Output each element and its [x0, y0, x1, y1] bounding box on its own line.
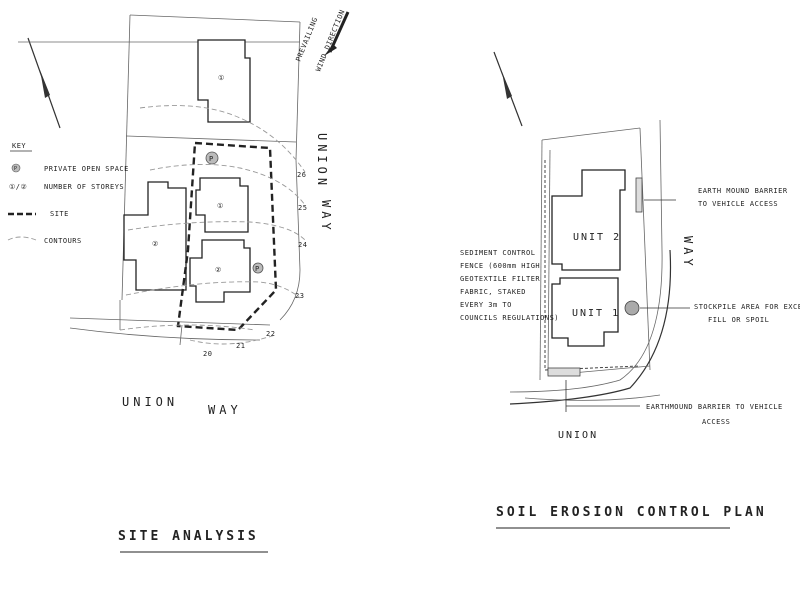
neighbour-building-north [197, 39, 251, 123]
note-sediment-fence-5: EVERY 3m TO [460, 301, 512, 309]
erosion-control-plan: UNIT 2 UNIT 1 EARTH MOUND BARRIER TO VEH… [460, 51, 800, 529]
erosion-plan-title: SOIL EROSION CONTROL PLAN [496, 505, 767, 520]
street-label-bottom-1: UNION [122, 395, 178, 409]
building-storeys-label: ② [215, 266, 222, 274]
unit-building-south [189, 239, 251, 303]
private-space-mark: P [209, 155, 214, 163]
private-space-mark: P [255, 265, 260, 273]
street-label-bottom: UNION [558, 430, 598, 441]
note-sediment-fence-2: FENCE (600mm HIGH [460, 262, 540, 270]
unit-2-label: UNIT 2 [573, 232, 621, 243]
wind-label-line1: PREVAILING [294, 16, 319, 63]
private-open-space-icon [11, 163, 21, 173]
site-analysis-plan: ① ② ① ② P P 26 25 24 23 22 21 20 PREVAIL… [7, 9, 350, 553]
note-stockpile-1: STOCKPILE AREA FOR EXCESS [694, 303, 800, 311]
note-sediment-fence-1: SEDIMENT CONTROL [460, 249, 535, 257]
neighbour-building-west [123, 181, 187, 291]
contour-label: 22 [266, 330, 275, 338]
contour-label: 20 [203, 350, 212, 358]
note-sediment-fence-4: FABRIC, STAKED [460, 288, 526, 296]
site-analysis-title: SITE ANALYSIS [118, 529, 259, 544]
contour-label: 23 [295, 292, 304, 300]
stockpile-area-icon [624, 300, 640, 316]
earth-mound-barrier-top [635, 177, 643, 213]
contour-label: 26 [297, 171, 306, 179]
street-label-right-2: WAY [319, 200, 333, 234]
building-storeys-label: ① [217, 202, 224, 210]
note-earth-barrier-bottom-1: EARTHMOUND BARRIER TO VEHICLE [646, 403, 783, 411]
legend-key: KEY P PRIVATE OPEN SPACE ①/② NUMBER OF S… [7, 142, 129, 245]
building-storeys-label: ② [152, 240, 159, 248]
note-sediment-fence-6: COUNCILS REGULATIONS) [460, 314, 559, 322]
unit-2-building [551, 169, 626, 271]
street-label-bottom-2: WAY [208, 403, 242, 417]
note-earth-barrier-top-2: TO VEHICLE ACCESS [698, 200, 778, 208]
unit-1-label: UNIT 1 [572, 308, 620, 319]
north-arrow-icon [493, 51, 523, 127]
contour-label: 21 [236, 342, 245, 350]
street-label-right-1: UNION [315, 133, 329, 189]
private-open-space-icon [252, 262, 264, 274]
key-heading: KEY [12, 142, 26, 150]
wind-label-line2: WIND DIRECTION [314, 9, 346, 73]
note-earth-barrier-top-1: EARTH MOUND BARRIER [698, 187, 788, 195]
key-symbol: P [14, 166, 18, 172]
key-label: SITE [50, 210, 69, 218]
private-open-space-icon [205, 151, 219, 165]
north-arrow-icon [27, 37, 61, 129]
note-sediment-fence-3: GEOTEXTILE FILTER [460, 275, 540, 283]
note-earth-barrier-bottom-2: ACCESS [702, 418, 730, 426]
street-label-right: WAY [681, 236, 695, 270]
unit-1-building [551, 277, 619, 347]
contour-label: 24 [298, 241, 307, 249]
unit-building-north [195, 177, 249, 233]
site-boundary [176, 141, 278, 332]
key-label: PRIVATE OPEN SPACE [44, 165, 129, 173]
building-storeys-label: ① [218, 74, 225, 82]
contour-label: 25 [298, 204, 307, 212]
key-symbol: ①/② [9, 183, 27, 191]
note-stockpile-2: FILL OR SPOIL [708, 316, 769, 324]
key-label: CONTOURS [44, 237, 82, 245]
contour-line-symbol [7, 236, 37, 241]
earth-mound-barrier-bottom [547, 367, 581, 377]
key-label: NUMBER OF STOREYS [44, 183, 124, 191]
